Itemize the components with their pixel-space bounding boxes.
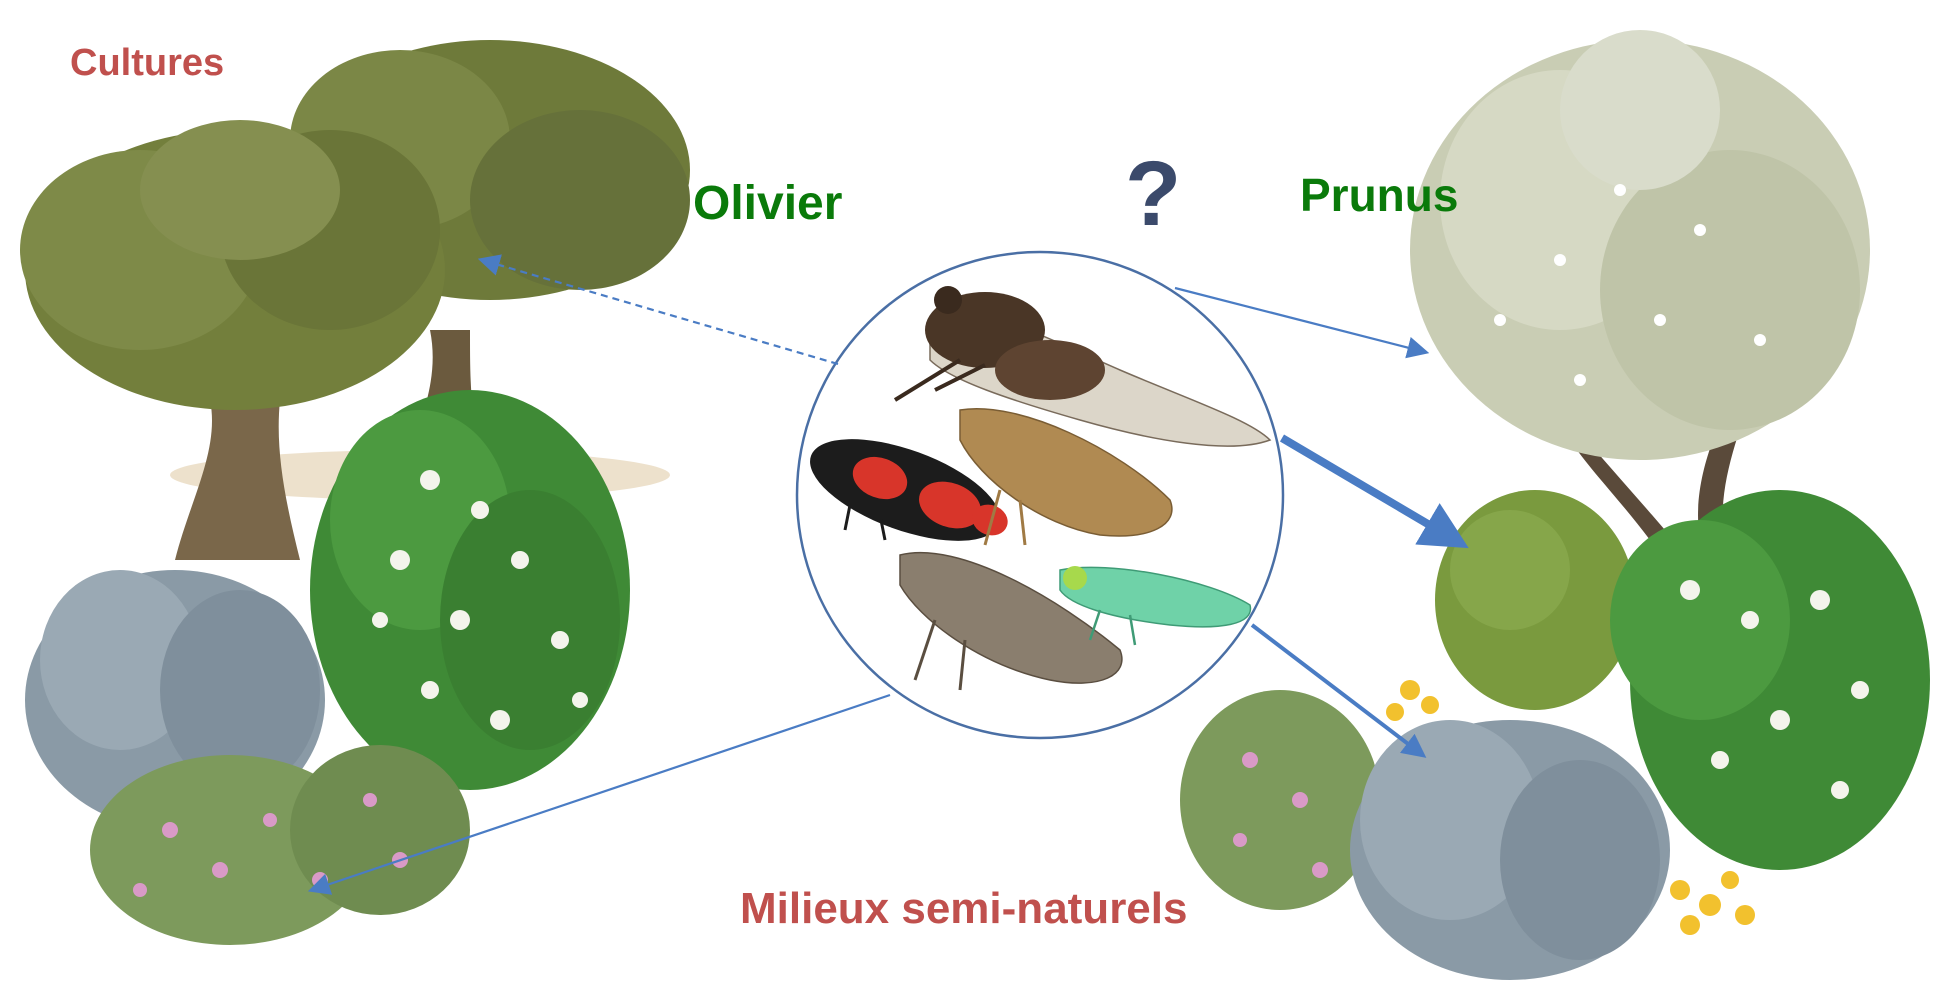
label-cultures: Cultures xyxy=(70,42,224,85)
label-milieux-semi-naturels: Milieux semi-naturels xyxy=(740,884,1187,934)
prunus-tree xyxy=(1410,30,1870,540)
arrow-to-olivier xyxy=(482,260,838,364)
lavender xyxy=(1350,720,1670,980)
boxwood xyxy=(1435,490,1635,710)
cistus xyxy=(1180,690,1380,910)
label-prunus: Prunus xyxy=(1300,168,1458,222)
flowering-shrubs xyxy=(310,390,630,790)
label-olivier: Olivier xyxy=(693,176,842,231)
cistus xyxy=(90,745,470,945)
question-mark: ? xyxy=(1125,148,1181,240)
arrow-to-right-shrubs xyxy=(1282,438,1455,540)
